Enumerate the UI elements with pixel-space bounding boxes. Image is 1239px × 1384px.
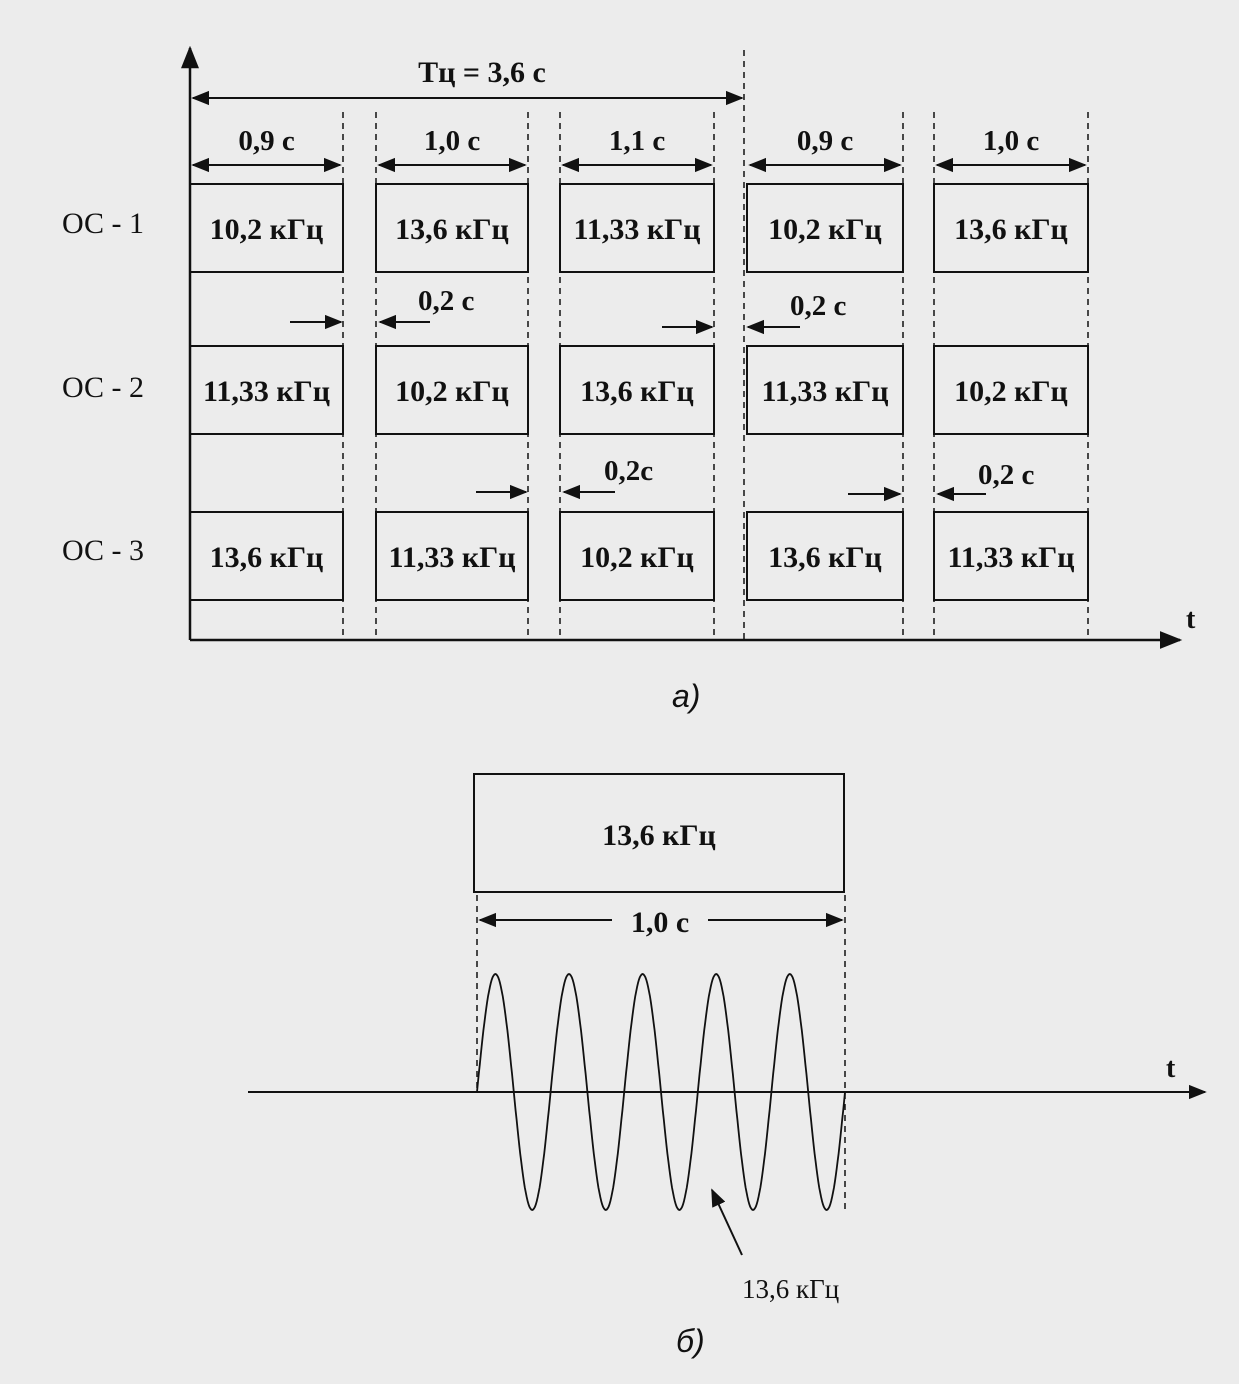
x-axis-a-label: t (1186, 604, 1196, 635)
row-label-os2: ОС - 2 (62, 371, 144, 404)
duration-markers: 0,9 с 1,0 с 1,1 с 0,9 с 1,0 с (191, 125, 1087, 173)
cycle-label: Тц = 3,6 с (418, 56, 546, 89)
freq-box (933, 511, 1089, 601)
signal-box (473, 773, 845, 893)
duration-label: 0,9 с (238, 125, 295, 157)
freq-box (559, 183, 715, 273)
freq-box (189, 345, 344, 435)
gap-label-2: 0,2 с (790, 290, 847, 322)
duration-label: 1,0 с (983, 125, 1040, 157)
row-label-os3: ОС - 3 (62, 534, 144, 567)
freq-box (746, 511, 904, 601)
duration-label: 0,9 с (797, 125, 854, 157)
freq-box (375, 511, 529, 601)
freq-label: 11,33 кГц (761, 375, 888, 408)
gap-label-1: 0,2 с (418, 285, 475, 317)
caption-b: б) (676, 1323, 705, 1359)
duration-label-b: 1,0 с (631, 906, 689, 939)
gap-label-4: 0,2 с (978, 459, 1035, 491)
freq-label: 11,33 кГц (203, 375, 330, 408)
freq-label: 11,33 кГц (388, 541, 515, 574)
freq-box (559, 511, 715, 601)
row-label-os1: ОС - 1 (62, 207, 144, 240)
freq-box (559, 345, 715, 435)
freq-box (375, 183, 529, 273)
frequency-boxes: 10,2 кГц 13,6 кГц 11,33 кГц 10,2 кГц 13,6 кГ… (189, 183, 1089, 601)
duration-label: 1,0 с (424, 125, 481, 157)
signal-box-label: 13,6 кГц (602, 819, 716, 852)
freq-box (933, 345, 1089, 435)
freq-box (933, 183, 1089, 273)
freq-label: 10,2 кГц (395, 375, 509, 408)
freq-label: 10,2 кГц (954, 375, 1068, 408)
freq-box (375, 345, 529, 435)
signal-label: 13,6 кГц (742, 1274, 839, 1304)
freq-label: 10,2 кГц (768, 213, 882, 246)
duration-label: 1,1 с (609, 125, 666, 157)
gap-markers (290, 314, 986, 502)
freq-label: 11,33 кГц (947, 541, 1074, 574)
freq-box (746, 183, 904, 273)
freq-label: 13,6 кГц (954, 213, 1068, 246)
freq-label: 13,6 кГц (580, 375, 694, 408)
freq-box (189, 511, 344, 601)
freq-box (189, 183, 344, 273)
signal-pointer (711, 1188, 743, 1256)
duration-label-bg (612, 900, 708, 940)
sine-wave (476, 973, 846, 1211)
freq-label: 13,6 кГц (395, 213, 509, 246)
freq-label: 13,6 кГц (768, 541, 882, 574)
freq-label: 13,6 кГц (210, 541, 324, 574)
x-axis-b-label: t (1166, 1053, 1176, 1084)
gap-label-3: 0,2с (604, 455, 653, 487)
freq-box (746, 345, 904, 435)
freq-label: 10,2 кГц (580, 541, 694, 574)
caption-a: а) (672, 678, 700, 714)
freq-label: 11,33 кГц (573, 213, 700, 246)
freq-label: 10,2 кГц (210, 213, 324, 246)
